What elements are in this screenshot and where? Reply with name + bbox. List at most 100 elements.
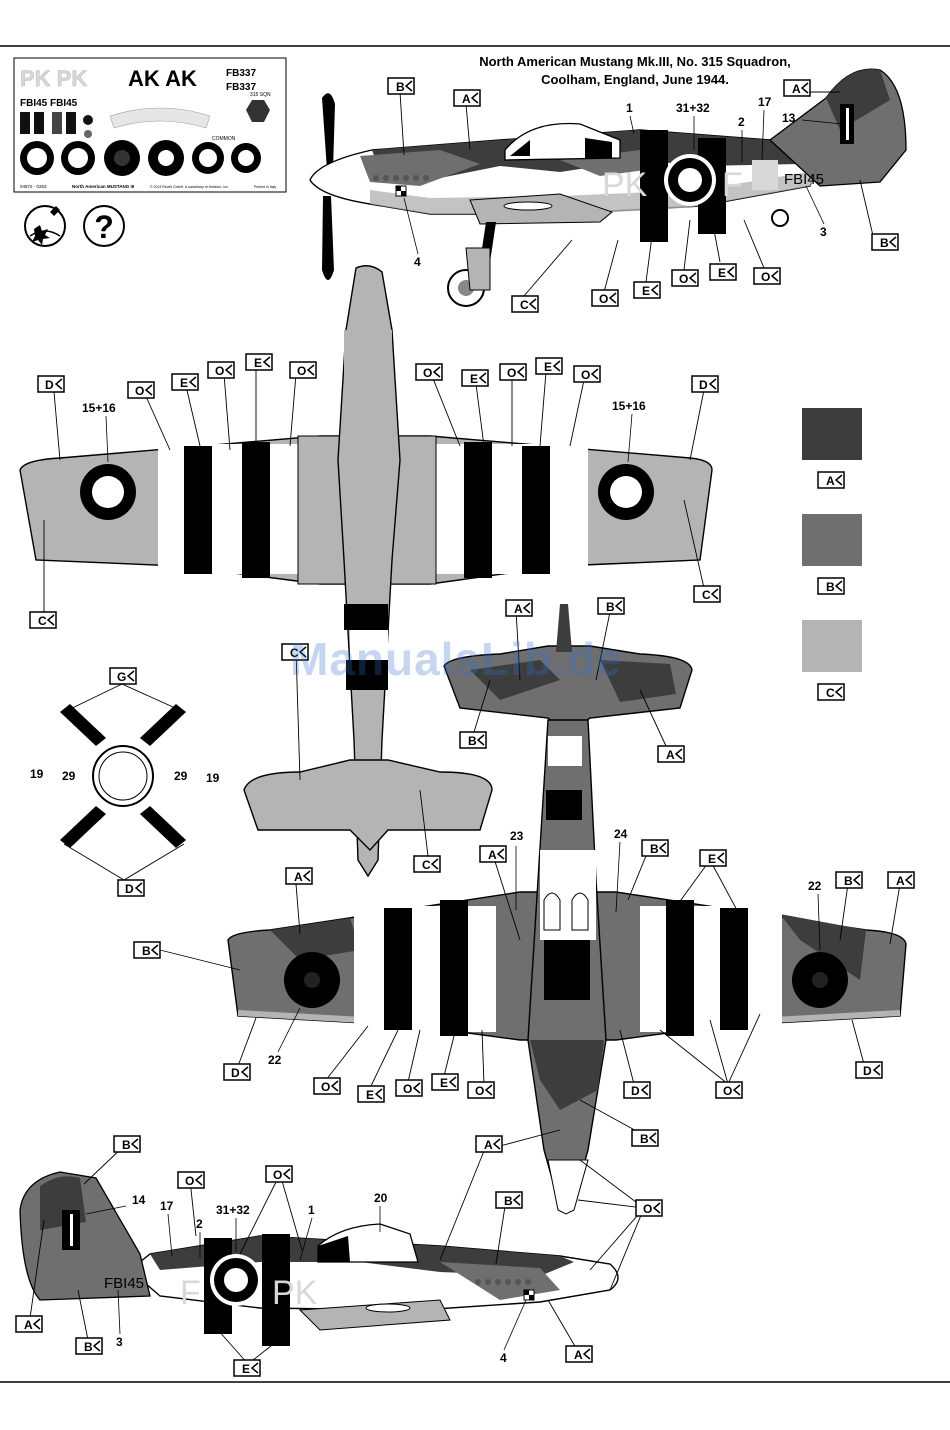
svg-text:D: D: [125, 882, 134, 896]
decal-common: COMMON: [212, 136, 236, 142]
svg-text:E: E: [254, 356, 262, 370]
callout-O: O: [467, 1081, 495, 1099]
callout-C: C: [413, 855, 441, 873]
svg-text:A: A: [484, 1138, 493, 1152]
svg-text:E: E: [440, 1076, 448, 1090]
svg-text:31+32: 31+32: [676, 101, 710, 115]
callout-D: D: [691, 375, 719, 393]
svg-text:3: 3: [116, 1335, 123, 1349]
swatch-C: [802, 620, 862, 672]
svg-text:B: B: [650, 842, 659, 856]
decal-name: North American MUSTANG III: [72, 184, 134, 189]
callout-D: D: [117, 879, 145, 897]
svg-text:?: ?: [94, 209, 114, 245]
svg-text:O: O: [761, 270, 770, 284]
svg-text:B: B: [880, 236, 889, 250]
svg-text:A: A: [24, 1318, 33, 1332]
svg-text:D: D: [231, 1066, 240, 1080]
callout-G: G: [109, 667, 137, 685]
color-swatches: [802, 408, 862, 672]
svg-text:O: O: [321, 1080, 330, 1094]
svg-text:O: O: [215, 364, 224, 378]
svg-text:19: 19: [206, 771, 220, 785]
svg-text:2: 2: [738, 115, 745, 129]
svg-text:E: E: [708, 852, 716, 866]
svg-text:A: A: [666, 748, 675, 762]
svg-text:4: 4: [500, 1351, 507, 1365]
decal-copyright: © 2013 Revell GmbH. A subsidiary of Hobb…: [150, 185, 229, 189]
callout-O: O: [207, 361, 235, 379]
callout-O: O: [715, 1081, 743, 1099]
watermark: ManualsLib.de: [290, 633, 623, 685]
callout-E: E: [357, 1085, 385, 1103]
svg-text:A: A: [896, 874, 905, 888]
decal-codes-pk: PK PK: [20, 66, 87, 91]
decal-product-no: 04872 - 0263: [20, 184, 47, 189]
svg-text:O: O: [297, 364, 306, 378]
svg-text:O: O: [507, 366, 516, 380]
svg-text:A: A: [462, 92, 471, 106]
top-view-aircraft: [19, 265, 713, 878]
svg-text:1: 1: [308, 1203, 315, 1217]
svg-text:2: 2: [196, 1217, 203, 1231]
svg-text:O: O: [185, 1174, 194, 1188]
svg-text:O: O: [581, 368, 590, 382]
svg-text:19: 19: [30, 767, 44, 781]
svg-text:E: E: [366, 1088, 374, 1102]
svg-text:4: 4: [414, 255, 421, 269]
leader-lines: [29, 91, 901, 1365]
callout-O: O: [313, 1077, 341, 1095]
swatch-label-C: C: [817, 683, 845, 701]
svg-text:A: A: [826, 474, 835, 488]
number-leaders: [85, 109, 843, 1351]
callout-D: D: [623, 1081, 651, 1099]
svg-text:B: B: [396, 80, 405, 94]
svg-text:C: C: [38, 614, 47, 628]
callout-A: A: [565, 1345, 593, 1363]
svg-text:B: B: [826, 580, 835, 594]
svg-text:D: D: [631, 1084, 640, 1098]
callout-D: D: [37, 375, 65, 393]
side1-code-f: F: [722, 166, 743, 204]
svg-text:O: O: [273, 1168, 282, 1182]
callout-A: A: [453, 89, 481, 107]
callout-A: A: [285, 867, 313, 885]
callout-O: O: [635, 1199, 663, 1217]
svg-text:29: 29: [174, 769, 188, 783]
callout-B: B: [835, 871, 863, 889]
svg-text:31+32: 31+32: [216, 1203, 250, 1217]
callout-E: E: [709, 263, 737, 281]
callout-B: B: [459, 731, 487, 749]
side-view-right-aircraft: FBI45 F PK: [19, 1171, 619, 1346]
svg-text:E: E: [544, 360, 552, 374]
callout-B: B: [113, 1135, 141, 1153]
svg-text:O: O: [599, 292, 608, 306]
svg-text:C: C: [826, 686, 835, 700]
decal-serial-2: FB337: [226, 82, 256, 93]
svg-text:D: D: [863, 1064, 872, 1078]
callout-O: O: [573, 365, 601, 383]
callout-C: C: [511, 295, 539, 313]
svg-text:23: 23: [510, 829, 524, 843]
callout-E: E: [633, 281, 661, 299]
callout-O: O: [415, 363, 443, 381]
side1-code-pk: PK: [602, 166, 648, 204]
swatch-label-A: A: [817, 471, 845, 489]
upper-view-aircraft: [227, 604, 907, 1215]
page-title-line1: North American Mustang Mk.III, No. 315 S…: [479, 54, 791, 69]
svg-text:E: E: [642, 284, 650, 298]
callout-O: O: [127, 381, 155, 399]
svg-text:13: 13: [782, 111, 796, 125]
svg-text:24: 24: [614, 827, 628, 841]
svg-text:15+16: 15+16: [612, 399, 646, 413]
svg-text:14: 14: [132, 1193, 146, 1207]
callout-B: B: [597, 597, 625, 615]
callout-E: E: [171, 373, 199, 391]
svg-text:O: O: [475, 1084, 484, 1098]
callout-O: O: [395, 1079, 423, 1097]
svg-text:B: B: [504, 1194, 513, 1208]
svg-text:1: 1: [626, 101, 633, 115]
callout-O: O: [499, 363, 527, 381]
svg-text:E: E: [718, 266, 726, 280]
callout-O: O: [753, 267, 781, 285]
